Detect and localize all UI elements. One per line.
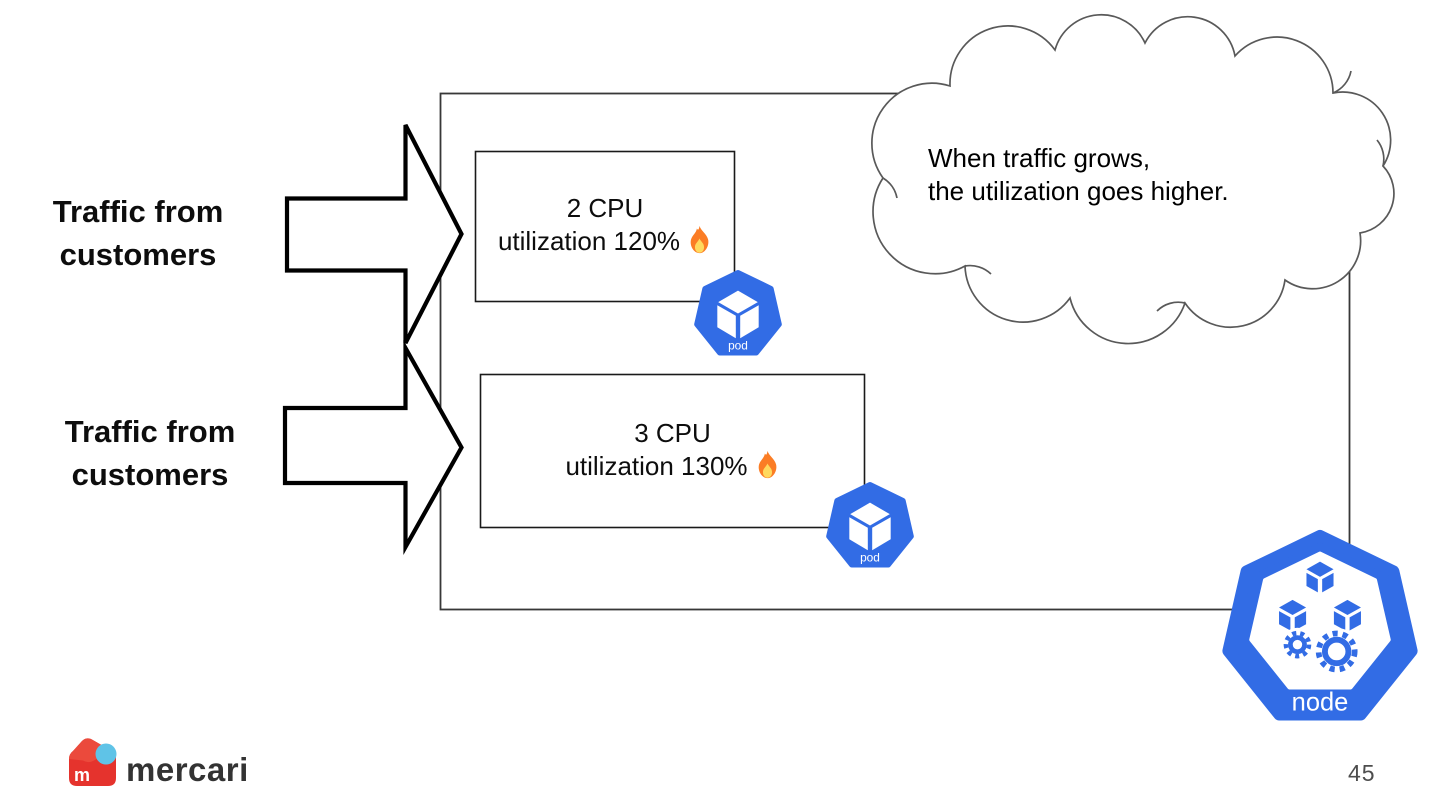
- pod2-box: [479, 373, 866, 529]
- pod1-cpu: 2 CPU: [566, 193, 644, 223]
- callout-line1: When traffic grows,: [928, 143, 1151, 173]
- pod1-utilization-line: utilization 120%: [475, 225, 735, 258]
- pod2-cpu: 3 CPU: [634, 418, 711, 448]
- traffic-label-line2: customers: [59, 237, 217, 272]
- cube-left-face: [717, 305, 736, 339]
- pod1-utilization: utilization 120%: [497, 226, 681, 256]
- kubernetes-node-icon: node: [1222, 529, 1418, 721]
- mercari-logo-dot: [95, 743, 117, 765]
- mercari-logo-letter: m: [74, 765, 90, 785]
- callout-text: When traffic grows, the utilization goes…: [928, 142, 1328, 208]
- mercari-logo-icon: m mercari: [69, 738, 249, 788]
- block-arrow-right-icon: [284, 124, 464, 344]
- node-icon-label: node: [1292, 689, 1349, 717]
- traffic-label-top: Traffic from customers: [30, 190, 246, 276]
- cube-left-face: [849, 517, 868, 551]
- cube-right-face: [872, 517, 891, 551]
- pod2-utilization-line: utilization 130%: [480, 450, 865, 483]
- pod-icon-label: pod: [728, 339, 748, 353]
- pod2-text: 3 CPU utilization 130%: [480, 417, 865, 483]
- fire-icon: [758, 450, 776, 479]
- callout-line2: the utilization goes higher.: [928, 176, 1229, 206]
- kubernetes-pod-icon: pod: [826, 482, 914, 568]
- pod2-utilization: utilization 130%: [565, 451, 748, 481]
- pod-icon-label: pod: [860, 551, 880, 565]
- page-number: 45: [1348, 760, 1376, 786]
- block-arrow-right-icon: [282, 339, 464, 556]
- mercari-wordmark: mercari: [126, 751, 249, 788]
- fire-icon: [690, 225, 709, 254]
- traffic-label-bottom: Traffic from customers: [42, 410, 258, 496]
- gear-small-icon: [1280, 627, 1315, 662]
- pod1-box: [474, 150, 736, 303]
- cube-top-face: [850, 502, 890, 526]
- traffic-label-line1: Traffic from: [52, 194, 224, 229]
- pod1-text: 2 CPU utilization 120%: [475, 192, 735, 258]
- kubernetes-pod-icon: pod: [694, 270, 782, 356]
- mercari-logo-mark: m: [69, 738, 117, 786]
- cube-right-face: [740, 305, 759, 339]
- traffic-label-line1: Traffic from: [64, 414, 236, 449]
- cloud-callout: [871, 13, 1395, 345]
- traffic-label-line2: customers: [71, 457, 229, 492]
- gear-large-icon: [1313, 627, 1361, 675]
